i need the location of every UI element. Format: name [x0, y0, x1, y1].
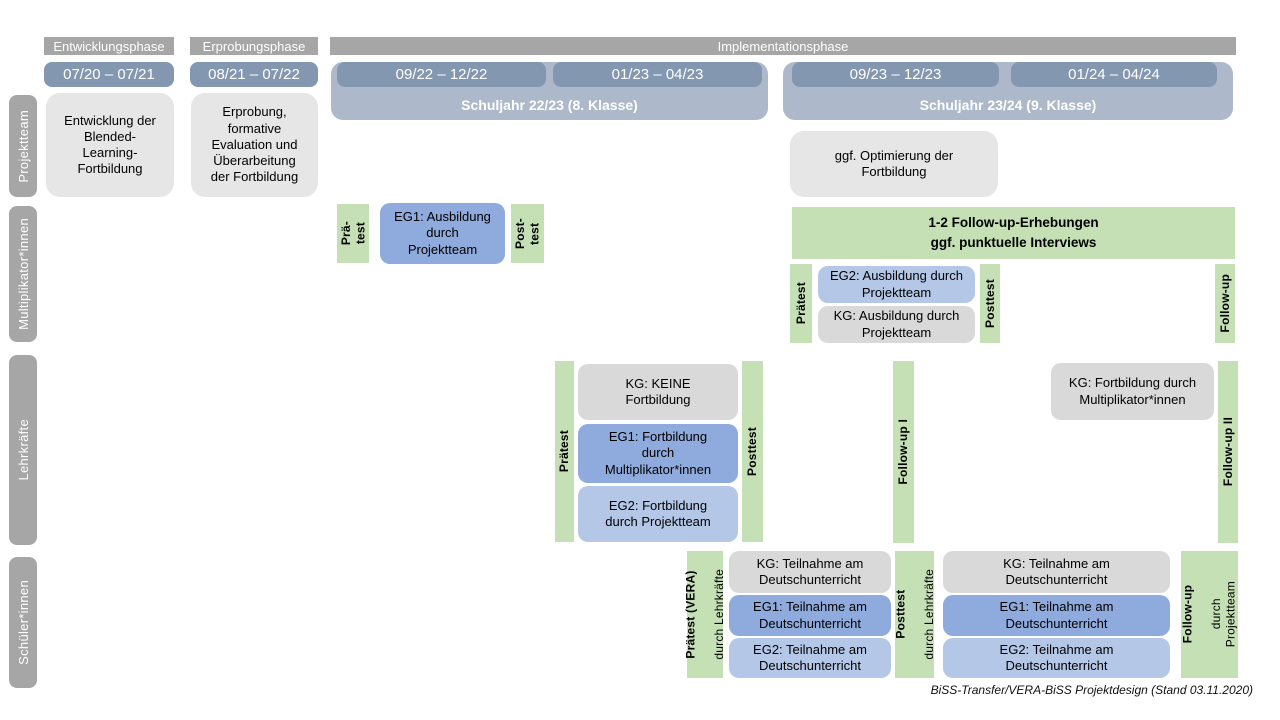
- eg2-teilnahme-deutschunterricht-text-2: EG2: Teilnahme am Deutschunterricht: [999, 641, 1114, 673]
- eg2-teilnahme-deutschunterricht-text-1: EG2: Teilnahme am Deutschunterricht: [753, 641, 867, 673]
- followup-projektteam-bar-schueler: Follow-up durch Projektteam: [1181, 551, 1238, 678]
- praetest2-bar-multiplikatoren: Prätest: [790, 264, 812, 343]
- eg2-fortbildung-projektteam-box: EG2: Fortbildung durch Projektteam: [578, 486, 738, 542]
- date-range-0123-0423: 01/23 – 04/23: [553, 62, 762, 87]
- optimierung-fortbildung-box: ggf. Optimierung der Fortbildung: [790, 131, 998, 197]
- posttest2-bar-multiplikatoren: Posttest: [980, 264, 1000, 343]
- eg1-teilnahme-deutschunterricht-box-2: EG1: Teilnahme am Deutschunterricht: [943, 595, 1170, 636]
- date-range-0821-0722: 08/21 – 07/22: [190, 62, 318, 87]
- posttest-bar-multiplikatoren: Post- test: [511, 204, 544, 263]
- followup-erhebungen-box: 1-2 Follow-up-Erhebungen ggf. punktuelle…: [792, 207, 1235, 259]
- praetest2-bar-multiplikatoren-text: Prätest: [793, 282, 808, 325]
- praetest-vera-label: Prätest (VERA): [683, 570, 698, 659]
- kg-keine-fortbildung-text: KG: KEINE Fortbildung: [625, 375, 691, 407]
- followup-schueler-label: Follow-up: [1180, 585, 1195, 644]
- followup-bar-multiplikatoren-text: Follow-up: [1217, 274, 1232, 333]
- eg1-teilnahme-deutschunterricht-box-1: EG1: Teilnahme am Deutschunterricht: [729, 595, 891, 636]
- eg2-ausbildung-projektteam-box: EG2: Ausbildung durch Projektteam: [818, 266, 975, 303]
- erprobung-evaluation-text: Erprobung, formative Evaluation und Über…: [210, 104, 299, 185]
- kg-fortbildung-multiplikatoren-text: KG: Fortbildung durch Multiplikator*inne…: [1068, 375, 1197, 407]
- kg-fortbildung-multiplikatoren-box: KG: Fortbildung durch Multiplikator*inne…: [1051, 363, 1214, 420]
- followup-erhebungen-text: 1-2 Follow-up-Erhebungen ggf. punktuelle…: [928, 215, 1099, 250]
- row-label-multiplikatorinnen: Multiplikator*innen: [9, 206, 37, 342]
- date-range-0922-1222: 09/22 – 12/22: [337, 62, 546, 87]
- entwicklung-fortbildung-box: Entwicklung der Blended- Learning- Fortb…: [46, 93, 174, 197]
- kg-ausbildung-projektteam-box: KG: Ausbildung durch Projektteam: [818, 306, 975, 343]
- phase-header-implementationsphase: Implementationsphase: [330, 37, 1236, 55]
- followup1-bar-lehrkraefte-text: Follow-up I: [896, 419, 911, 485]
- eg1-ausbildung-projektteam-text: EG1: Ausbildung durch Projektteam: [394, 209, 491, 257]
- erprobung-evaluation-box: Erprobung, formative Evaluation und Über…: [191, 93, 318, 197]
- posttest-bar-schueler: Posttest durch Lehrkräfte: [892, 551, 936, 678]
- praetest-vera-bar-schueler: Prätest (VERA) durch Lehrkräfte: [683, 551, 727, 678]
- eg2-teilnahme-deutschunterricht-box-1: EG2: Teilnahme am Deutschunterricht: [729, 638, 891, 678]
- eg1-teilnahme-deutschunterricht-text-1: EG1: Teilnahme am Deutschunterricht: [753, 599, 867, 631]
- posttest-bar-lehrkraefte: Posttest: [742, 361, 763, 542]
- posttest-bar-lehrkraefte-text: Posttest: [745, 427, 760, 476]
- followup-schueler-sublabel: durch Projektteam: [1209, 581, 1238, 648]
- row-label-schuelerinnen: Schüler*innen: [9, 557, 37, 688]
- date-range-0923-1223: 09/23 – 12/23: [792, 62, 999, 87]
- eg1-teilnahme-deutschunterricht-text-2: EG1: Teilnahme am Deutschunterricht: [999, 599, 1114, 631]
- row-label-lehrkraefte: Lehrkräfte: [9, 355, 37, 545]
- row-label-projektteam: Projektteam: [9, 95, 37, 197]
- praetest-vera-sublabel: durch Lehrkräfte: [712, 569, 727, 660]
- date-range-0124-0424: 01/24 – 04/24: [1011, 62, 1217, 87]
- followup-bar-multiplikatoren: Follow-up: [1215, 264, 1235, 343]
- row-label-multiplikatorinnen-text: Multiplikator*innen: [15, 218, 31, 330]
- eg2-teilnahme-deutschunterricht-box-2: EG2: Teilnahme am Deutschunterricht: [943, 638, 1170, 678]
- posttest-schueler-sublabel: durch Lehrkräfte: [921, 569, 936, 660]
- praetest-bar-multiplikatoren: Prä- test: [337, 204, 369, 263]
- optimierung-fortbildung-text: ggf. Optimierung der Fortbildung: [834, 147, 954, 179]
- row-label-lehrkraefte-text: Lehrkräfte: [15, 419, 31, 481]
- phase-header-erprobungsphase: Erprobungsphase: [190, 37, 318, 55]
- kg-keine-fortbildung-box: KG: KEINE Fortbildung: [578, 364, 738, 420]
- entwicklung-fortbildung-text: Entwicklung der Blended- Learning- Fortb…: [64, 112, 156, 177]
- date-range-0720-0721: 07/20 – 07/21: [44, 62, 174, 87]
- phase-header-entwicklungsphase: Entwicklungsphase: [44, 37, 174, 55]
- row-label-schuelerinnen-text: Schüler*innen: [15, 580, 31, 665]
- kg-teilnahme-deutschunterricht-box-2: KG: Teilnahme am Deutschunterricht: [943, 551, 1170, 593]
- eg1-ausbildung-projektteam-box: EG1: Ausbildung durch Projektteam: [380, 203, 505, 264]
- praetest-bar-lehrkraefte-text: Prätest: [557, 430, 572, 473]
- kg-teilnahme-deutschunterricht-text-1: KG: Teilnahme am Deutschunterricht: [756, 555, 864, 587]
- kg-teilnahme-deutschunterricht-text-2: KG: Teilnahme am Deutschunterricht: [1003, 555, 1110, 587]
- eg2-fortbildung-projektteam-text: EG2: Fortbildung durch Projektteam: [605, 497, 711, 529]
- kg-teilnahme-deutschunterricht-box-1: KG: Teilnahme am Deutschunterricht: [729, 551, 891, 593]
- eg1-fortbildung-multiplikatoren-text: EG1: Fortbildung durch Multiplikator*inn…: [604, 429, 712, 477]
- kg-ausbildung-projektteam-text: KG: Ausbildung durch Projektteam: [833, 308, 960, 340]
- praetest-bar-multiplikatoren-text: Prä- test: [338, 221, 367, 246]
- posttest2-bar-multiplikatoren-text: Posttest: [982, 279, 997, 328]
- posttest-bar-multiplikatoren-text: Post- test: [513, 218, 542, 249]
- praetest-bar-lehrkraefte: Prätest: [555, 361, 574, 542]
- followup2-bar-lehrkraefte-text: Follow-up II: [1220, 417, 1235, 487]
- followup1-bar-lehrkraefte: Follow-up I: [893, 361, 914, 543]
- row-label-projektteam-text: Projektteam: [15, 109, 31, 183]
- posttest-schueler-label: Posttest: [892, 590, 907, 639]
- eg2-ausbildung-projektteam-text: EG2: Ausbildung durch Projektteam: [830, 268, 963, 300]
- eg1-fortbildung-multiplikatoren-box: EG1: Fortbildung durch Multiplikator*inn…: [578, 424, 738, 483]
- followup2-bar-lehrkraefte: Follow-up II: [1218, 361, 1238, 543]
- footnote: BiSS-Transfer/VERA-BiSS Projektdesign (S…: [930, 683, 1253, 697]
